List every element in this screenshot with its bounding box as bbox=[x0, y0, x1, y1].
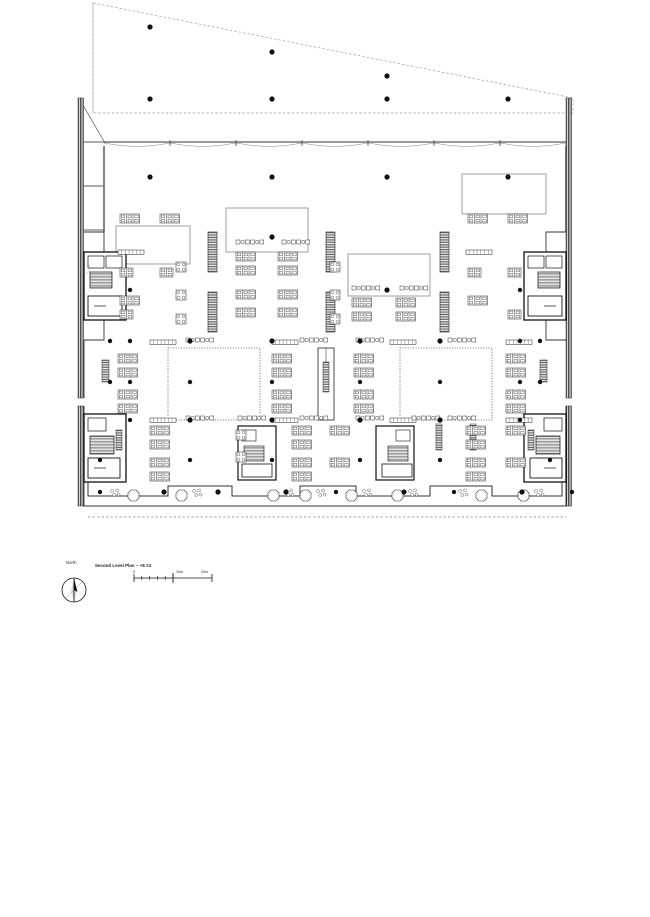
roof-canopy-outline bbox=[92, 2, 574, 114]
north-facade bbox=[103, 140, 567, 232]
meeting-rooms bbox=[115, 173, 547, 421]
west-louvre-facade bbox=[77, 97, 84, 507]
scale-start-label: 0 bbox=[133, 570, 135, 574]
scale-mid-label: 10m bbox=[176, 570, 183, 574]
stair-bands bbox=[101, 231, 548, 451]
north-arrow-compass-icon bbox=[61, 577, 87, 603]
scale-end-label: 20m bbox=[201, 570, 208, 574]
service-cores bbox=[83, 251, 567, 483]
structural-column-grid bbox=[97, 174, 575, 495]
south-terrace bbox=[87, 482, 566, 518]
canopy-column-grid bbox=[147, 24, 511, 102]
plan-title: Second Level Plan – +8.74 bbox=[95, 563, 152, 568]
east-louvre-facade bbox=[565, 97, 572, 507]
north-label: North bbox=[66, 560, 77, 565]
central-stair-core bbox=[317, 347, 335, 421]
scale-bar bbox=[133, 573, 213, 583]
